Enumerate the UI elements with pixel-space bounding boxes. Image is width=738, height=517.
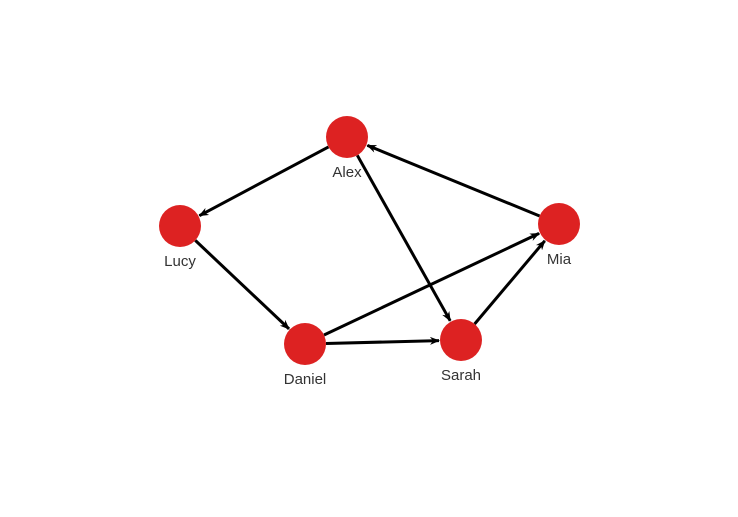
- edges-layer: [194, 144, 546, 345]
- node-circle-mia[interactable]: [538, 203, 580, 245]
- edge-sarah-to-mia: [473, 239, 546, 325]
- node-circle-daniel[interactable]: [284, 323, 326, 365]
- node-daniel[interactable]: Daniel: [284, 323, 327, 388]
- node-circle-alex[interactable]: [326, 116, 368, 158]
- node-label-daniel: Daniel: [284, 371, 327, 388]
- edge-daniel-to-mia: [323, 232, 541, 337]
- node-label-sarah: Sarah: [441, 367, 481, 384]
- node-label-alex: Alex: [332, 164, 362, 181]
- node-circle-sarah[interactable]: [440, 319, 482, 361]
- edge-mia-to-alex: [366, 144, 541, 218]
- node-alex[interactable]: Alex: [326, 116, 368, 181]
- edge-daniel-to-sarah: [325, 336, 440, 345]
- node-label-lucy: Lucy: [164, 253, 196, 270]
- node-mia[interactable]: Mia: [538, 203, 580, 268]
- node-lucy[interactable]: Lucy: [159, 205, 201, 270]
- edge-alex-to-lucy: [198, 145, 330, 218]
- edge-alex-to-sarah: [355, 154, 452, 322]
- edge-lucy-to-daniel: [194, 239, 291, 330]
- node-circle-lucy[interactable]: [159, 205, 201, 247]
- node-label-mia: Mia: [547, 251, 572, 268]
- node-sarah[interactable]: Sarah: [440, 319, 482, 384]
